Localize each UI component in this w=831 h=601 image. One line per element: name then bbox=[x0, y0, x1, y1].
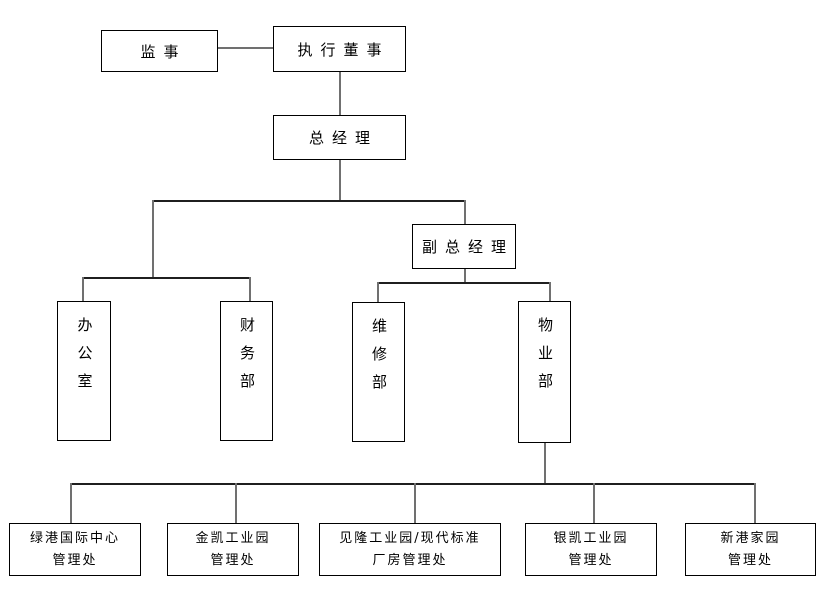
connector-drop-office-5 bbox=[754, 483, 756, 524]
node-management-office-2-label: 金凯工业园 管理处 bbox=[195, 530, 271, 568]
connector-execdir-gm bbox=[339, 72, 341, 116]
node-supervisor: 监事 bbox=[101, 30, 218, 72]
node-deputy-general-manager: 副总经理 bbox=[412, 224, 516, 269]
connector-bus-office-finance bbox=[82, 277, 251, 279]
node-management-office-1: 绿港国际中心 管理处 bbox=[9, 523, 141, 576]
connector-gm-down bbox=[339, 159, 341, 202]
node-maintenance-dept-label: 维修部 bbox=[370, 318, 388, 402]
connector-bus1-left-drop bbox=[152, 200, 154, 278]
connector-drop-property bbox=[549, 282, 551, 303]
connector-drop-office-1 bbox=[70, 483, 72, 524]
node-management-office-3-label: 见隆工业园/现代标准 厂房管理处 bbox=[339, 530, 481, 568]
connector-drop-office-4 bbox=[593, 483, 595, 524]
connector-drop-office-2 bbox=[235, 483, 237, 524]
node-management-office-5: 新港家园 管理处 bbox=[685, 523, 816, 576]
connector-deputy-gm-down bbox=[464, 268, 466, 284]
node-property-dept-label: 物业部 bbox=[536, 317, 554, 401]
node-executive-director-label: 执行董事 bbox=[297, 40, 390, 59]
node-management-office-2: 金凯工业园 管理处 bbox=[167, 523, 299, 576]
node-supervisor-label: 监事 bbox=[140, 42, 187, 61]
node-finance-dept-label: 财务部 bbox=[238, 317, 256, 401]
connector-property-down bbox=[544, 441, 546, 485]
node-management-office-1-label: 绿港国际中心 管理处 bbox=[29, 530, 120, 568]
node-management-office-4: 银凯工业园 管理处 bbox=[525, 523, 657, 576]
connector-drop-office bbox=[82, 277, 84, 303]
node-finance-dept: 财务部 bbox=[220, 301, 273, 441]
connector-bus-management-offices bbox=[70, 483, 756, 485]
node-property-dept: 物业部 bbox=[518, 301, 571, 443]
connector-drop-deputy-gm bbox=[464, 200, 466, 226]
connector-bus-level1 bbox=[152, 200, 466, 202]
connector-drop-maintenance bbox=[377, 282, 379, 303]
node-management-office-3: 见隆工业园/现代标准 厂房管理处 bbox=[319, 523, 501, 576]
connector-drop-office-3 bbox=[414, 483, 416, 524]
connector-drop-finance bbox=[249, 277, 251, 303]
node-office-dept: 办公室 bbox=[57, 301, 111, 441]
node-general-manager: 总经理 bbox=[273, 115, 406, 160]
node-management-office-4-label: 银凯工业园 管理处 bbox=[553, 530, 629, 568]
node-office-dept-label: 办公室 bbox=[75, 317, 94, 401]
node-general-manager-label: 总经理 bbox=[308, 129, 378, 147]
node-maintenance-dept: 维修部 bbox=[352, 302, 405, 442]
node-deputy-general-manager-label: 副总经理 bbox=[421, 238, 514, 256]
node-management-office-5-label: 新港家园 管理处 bbox=[720, 530, 781, 568]
node-executive-director: 执行董事 bbox=[273, 26, 406, 72]
connector-supervisor-execdir bbox=[218, 47, 273, 49]
connector-bus-maintenance-property bbox=[377, 282, 551, 284]
